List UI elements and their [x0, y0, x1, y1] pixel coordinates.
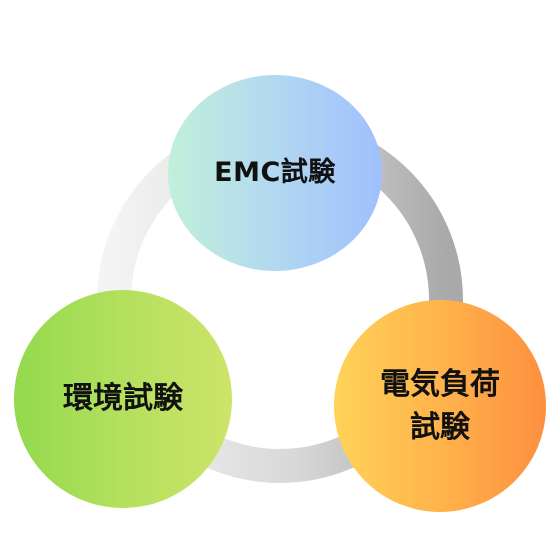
emc-test-node: EMC試験	[168, 75, 382, 271]
emc-test-label: EMC試験	[214, 157, 336, 189]
electrical-load-test-label: 電気負荷 試験	[380, 366, 500, 446]
environment-test-label: 環境試験	[63, 381, 183, 417]
environment-test-node: 環境試験	[14, 290, 232, 508]
electrical-load-test-node: 電気負荷 試験	[334, 300, 546, 512]
